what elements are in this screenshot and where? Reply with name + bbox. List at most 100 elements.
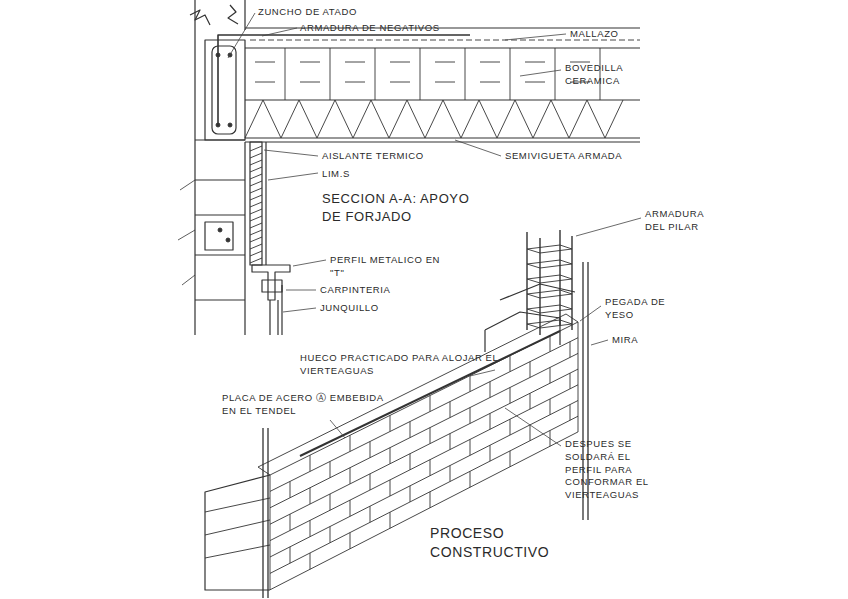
block-joint	[410, 486, 411, 502]
rebar-dot	[216, 53, 220, 57]
block-joint	[370, 474, 371, 490]
callout-label: CARPINTERIA	[320, 284, 390, 297]
bovedilla-joint	[510, 48, 511, 100]
block-joint	[450, 466, 451, 482]
leader-line	[470, 370, 495, 376]
callout-label: JUNQUILLO	[320, 302, 379, 315]
callout-label: HUECO PRACTICADO PARA ALOJAR EL VIERTEAG…	[300, 352, 500, 378]
block-joint	[510, 387, 511, 403]
bovedilla-joint	[330, 48, 331, 100]
leader-line	[286, 290, 316, 291]
block-joint	[430, 492, 431, 508]
callout-label: BOVEDILLA CERAMICA	[565, 62, 635, 88]
block-joint	[490, 445, 491, 461]
leader-line	[268, 173, 318, 180]
block-joint	[430, 460, 431, 476]
callout-label: MALLAZO	[570, 28, 619, 41]
callout-label: AISLANTE TERMICO	[322, 150, 424, 163]
insulation-hatch	[250, 181, 262, 186]
insulation-hatch	[250, 195, 262, 200]
insulation-hatch	[250, 202, 262, 207]
insulation-hatch	[250, 209, 262, 214]
rebar-dot	[226, 238, 230, 242]
bovedilla-joint	[600, 48, 601, 100]
leader-line	[330, 420, 345, 438]
block-joint	[330, 494, 331, 510]
block-course	[270, 416, 578, 573]
block-course	[270, 338, 578, 492]
block-joint	[330, 461, 331, 477]
insulation-hatch	[250, 160, 262, 165]
leader-line	[591, 340, 608, 345]
insulation-hatch	[250, 258, 262, 263]
block-joint	[530, 362, 531, 378]
bovedilla-cell	[300, 62, 320, 82]
block-joint	[470, 376, 471, 392]
callout-label: LIM.S	[322, 168, 350, 181]
insulation-hatch	[250, 188, 262, 193]
leader-line	[576, 218, 641, 236]
block-joint	[550, 336, 551, 352]
callout-label: ARMADURA DE NEGATIVOS	[300, 22, 440, 35]
leader-line	[505, 34, 566, 40]
heading-label: PROCESO CONSTRUCTIVO	[430, 524, 560, 562]
bovedilla-cell	[345, 62, 365, 82]
block-joint	[370, 441, 371, 457]
block-joint	[430, 396, 431, 412]
callout-label: ARMADURA DEL PILAR	[645, 208, 725, 234]
block-joint	[410, 454, 411, 470]
bovedilla-cell	[390, 62, 410, 82]
block-joint	[510, 356, 511, 372]
callout-label: SEMIVIGUETA ARMADA	[505, 150, 622, 163]
bovedilla-joint	[465, 48, 466, 100]
block-joint	[350, 468, 351, 484]
callout-label: PEGADA DE YESO	[605, 296, 667, 322]
bovedilla-cell	[435, 62, 455, 82]
block-joint	[570, 405, 571, 421]
bovedilla-cell	[480, 62, 500, 82]
block-joint	[470, 439, 471, 455]
block-joint	[390, 480, 391, 496]
insulation-hatch	[250, 244, 262, 249]
block-joint	[310, 488, 311, 504]
bovedilla-joint	[420, 48, 421, 100]
leader-line	[455, 140, 501, 156]
stirrup	[527, 245, 572, 253]
block-joint	[510, 451, 511, 467]
insulation-hatch	[250, 174, 262, 179]
stirrup	[527, 275, 572, 283]
stirrup	[527, 320, 572, 328]
block-joint	[410, 422, 411, 438]
leader-line	[505, 408, 561, 446]
callout-label: ZUNCHO DE ATADO	[258, 6, 357, 19]
heading-label: SECCION A-A: APOYO DE FORJADO	[322, 190, 492, 225]
block-joint	[430, 428, 431, 444]
block-joint	[570, 342, 571, 358]
stirrup	[527, 305, 572, 313]
insulation-hatch	[250, 223, 262, 228]
block-joint	[510, 419, 511, 435]
stirrup	[527, 260, 572, 268]
block-joint	[390, 448, 391, 464]
block-course	[270, 353, 578, 507]
block-joint	[530, 393, 531, 409]
insulation-hatch	[250, 230, 262, 235]
bovedilla-cell	[525, 62, 545, 82]
insulation-hatch	[250, 216, 262, 221]
block-joint	[310, 455, 311, 471]
leader-line	[580, 306, 601, 321]
bovedilla-joint	[375, 48, 376, 100]
block-joint	[390, 415, 391, 431]
insulation-hatch	[250, 153, 262, 158]
stirrup	[527, 290, 572, 298]
leader-line	[264, 150, 318, 156]
block-joint	[450, 402, 451, 418]
block-joint	[350, 435, 351, 451]
block-joint	[310, 520, 311, 536]
truss	[245, 100, 623, 138]
leader-line	[293, 260, 326, 266]
callout-label: DESPUES SE SOLDARÁ EL PERFIL PARA CONFOR…	[565, 438, 655, 502]
block-joint	[290, 514, 291, 530]
block-joint	[550, 367, 551, 383]
